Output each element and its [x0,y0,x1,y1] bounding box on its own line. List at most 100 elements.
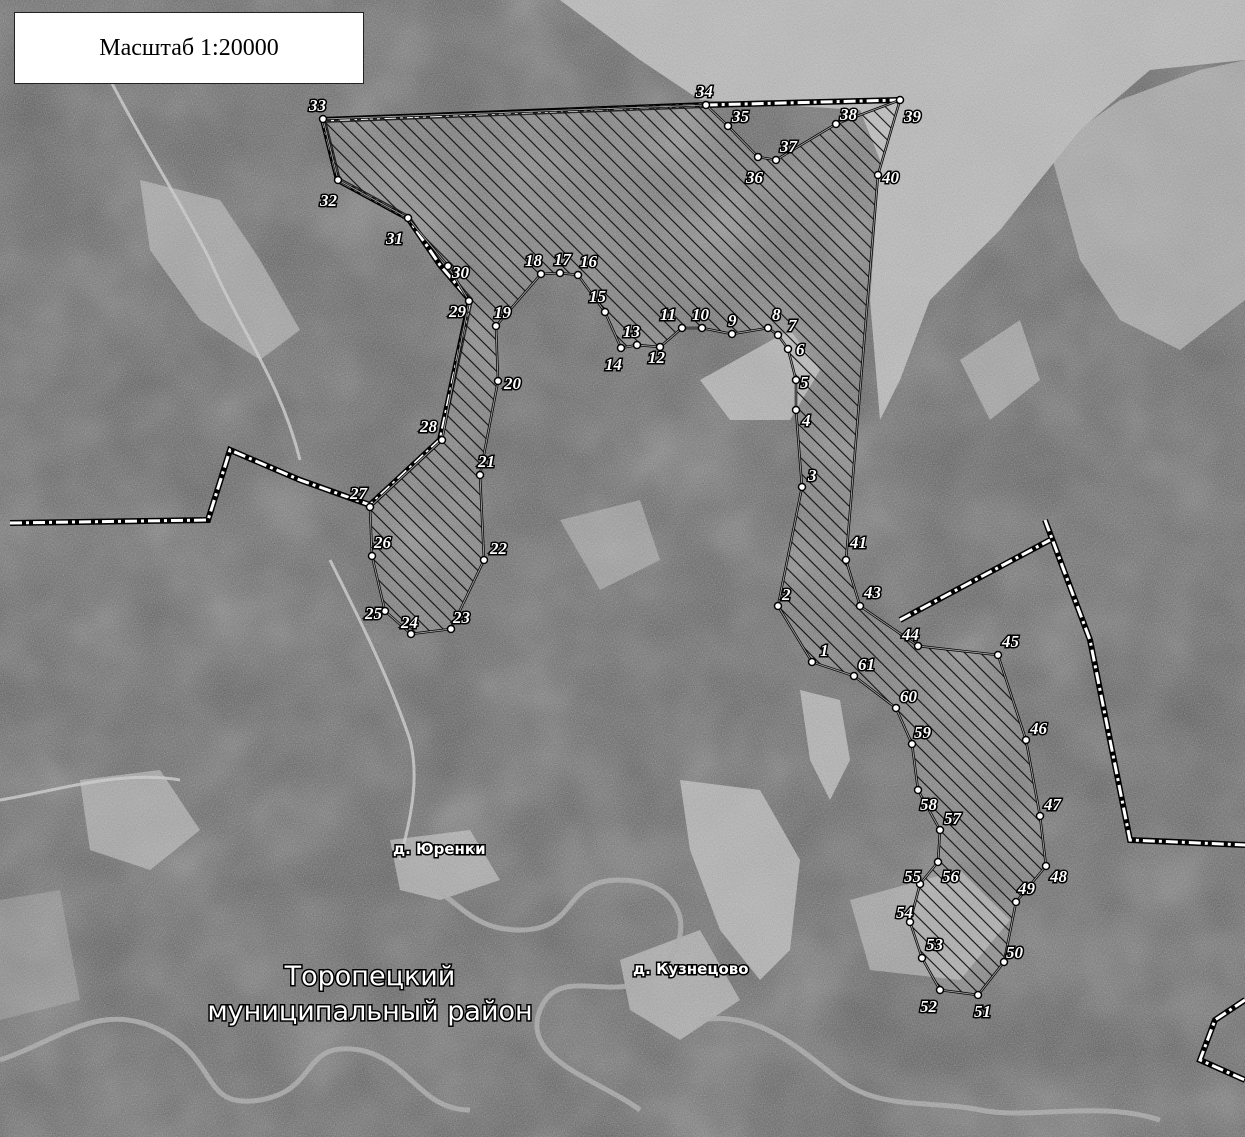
boundary-point-marker[interactable] [367,551,377,561]
boundary-point-marker[interactable] [849,671,859,681]
boundary-point-marker[interactable] [318,114,328,124]
boundary-point-label: 53 [926,935,944,954]
village-label-kuznetsovo: д. Кузнецово [633,960,749,978]
boundary-point-marker[interactable] [993,650,1003,660]
boundary-point-marker[interactable] [600,307,610,317]
village-label-yurenki: д. Юренки [393,840,486,858]
boundary-point-label: 56 [942,867,960,886]
boundary-point-marker[interactable] [1035,811,1045,821]
boundary-point-marker[interactable] [723,121,733,131]
boundary-point-label: 25 [364,604,383,623]
scale-label: Масштаб 1:20000 [14,12,364,84]
boundary-point-label: 1 [820,641,829,660]
boundary-point-label: 4 [801,411,811,430]
boundary-point-marker[interactable] [536,269,546,279]
boundary-point-marker[interactable] [443,261,453,271]
boundary-point-label: 6 [796,340,805,359]
boundary-point-label: 59 [914,723,932,742]
boundary-point-label: 60 [900,687,918,706]
boundary-point-marker[interactable] [446,624,456,634]
boundary-point-marker[interactable] [380,606,390,616]
boundary-point-label: 31 [385,229,403,248]
boundary-point-label: 44 [901,625,919,644]
boundary-point-marker[interactable] [935,825,945,835]
boundary-point-marker[interactable] [697,323,707,333]
boundary-point-label: 43 [863,583,882,602]
boundary-point-marker[interactable] [406,629,416,639]
boundary-point-label: 5 [800,373,809,392]
boundary-point-marker[interactable] [632,340,642,350]
boundary-point-marker[interactable] [1041,861,1051,871]
boundary-point-marker[interactable] [797,482,807,492]
boundary-point-marker[interactable] [917,953,927,963]
boundary-point-marker[interactable] [855,601,865,611]
boundary-point-label: 33 [308,96,327,115]
boundary-point-marker[interactable] [807,657,817,667]
boundary-point-label: 19 [494,303,512,322]
boundary-point-marker[interactable] [479,555,489,565]
boundary-point-marker[interactable] [873,170,883,180]
boundary-point-marker[interactable] [464,296,474,306]
boundary-point-label: 54 [896,903,913,922]
boundary-point-marker[interactable] [907,739,917,749]
boundary-point-label: 50 [1006,943,1024,962]
boundary-point-marker[interactable] [905,917,915,927]
district-label-line1: Торопецкий [284,961,456,992]
boundary-point-marker[interactable] [933,857,943,867]
boundary-point-label: 7 [788,316,798,335]
boundary-point-label: 61 [858,655,875,674]
boundary-point-marker[interactable] [677,323,687,333]
boundary-point-marker[interactable] [403,213,413,223]
boundary-point-label: 13 [623,322,641,341]
boundary-point-marker[interactable] [891,703,901,713]
boundary-point-marker[interactable] [771,155,781,165]
boundary-point-marker[interactable] [763,323,773,333]
boundary-point-label: 22 [489,539,508,558]
boundary-point-marker[interactable] [773,330,783,340]
boundary-point-marker[interactable] [895,95,905,105]
boundary-point-label: 48 [1049,867,1068,886]
boundary-point-label: 2 [781,585,791,604]
boundary-point-marker[interactable] [365,502,375,512]
boundary-point-label: 41 [849,533,867,552]
boundary-point-marker[interactable] [773,601,783,611]
boundary-points: 1234567891011121314151617181920212223242… [307,81,1070,1023]
boundary-point-label: 51 [974,1002,991,1021]
boundary-point-marker[interactable] [935,985,945,995]
boundary-point-marker[interactable] [791,405,801,415]
boundary-point-marker[interactable] [437,435,447,445]
boundary-point-label: 46 [1029,719,1048,738]
boundary-point-marker[interactable] [753,152,763,162]
boundary-point-marker[interactable] [555,268,565,278]
boundary-point-label: 40 [881,168,900,187]
boundary-point-label: 55 [904,867,922,886]
boundary-point-marker[interactable] [791,375,801,385]
boundary-point-marker[interactable] [1021,735,1031,745]
boundary-point-marker[interactable] [475,470,485,480]
boundary-point-marker[interactable] [333,175,343,185]
boundary-point-marker[interactable] [493,376,503,386]
boundary-point-marker[interactable] [913,785,923,795]
boundary-point-label: 45 [1001,632,1020,651]
boundary-point-marker[interactable] [999,957,1009,967]
boundary-point-marker[interactable] [841,555,851,565]
boundary-point-label: 32 [319,191,338,210]
boundary-point-marker[interactable] [783,344,793,354]
boundary-point-label: 8 [772,305,781,324]
boundary-point-marker[interactable] [655,342,665,352]
boundary-point-marker[interactable] [727,329,737,339]
boundary-point-marker[interactable] [701,100,711,110]
boundary-point-marker[interactable] [616,343,626,353]
boundary-point-marker[interactable] [913,641,923,651]
boundary-point-marker[interactable] [915,879,925,889]
boundary-point-marker[interactable] [491,321,501,331]
boundary-point-marker[interactable] [973,990,983,1000]
boundary-point-label: 15 [589,287,607,306]
boundary-point-label: 36 [745,168,764,187]
boundary-point-marker[interactable] [831,119,841,129]
boundary-point-marker[interactable] [1011,897,1021,907]
boundary-point-marker[interactable] [573,270,583,280]
boundary-point-label: 16 [580,252,598,271]
